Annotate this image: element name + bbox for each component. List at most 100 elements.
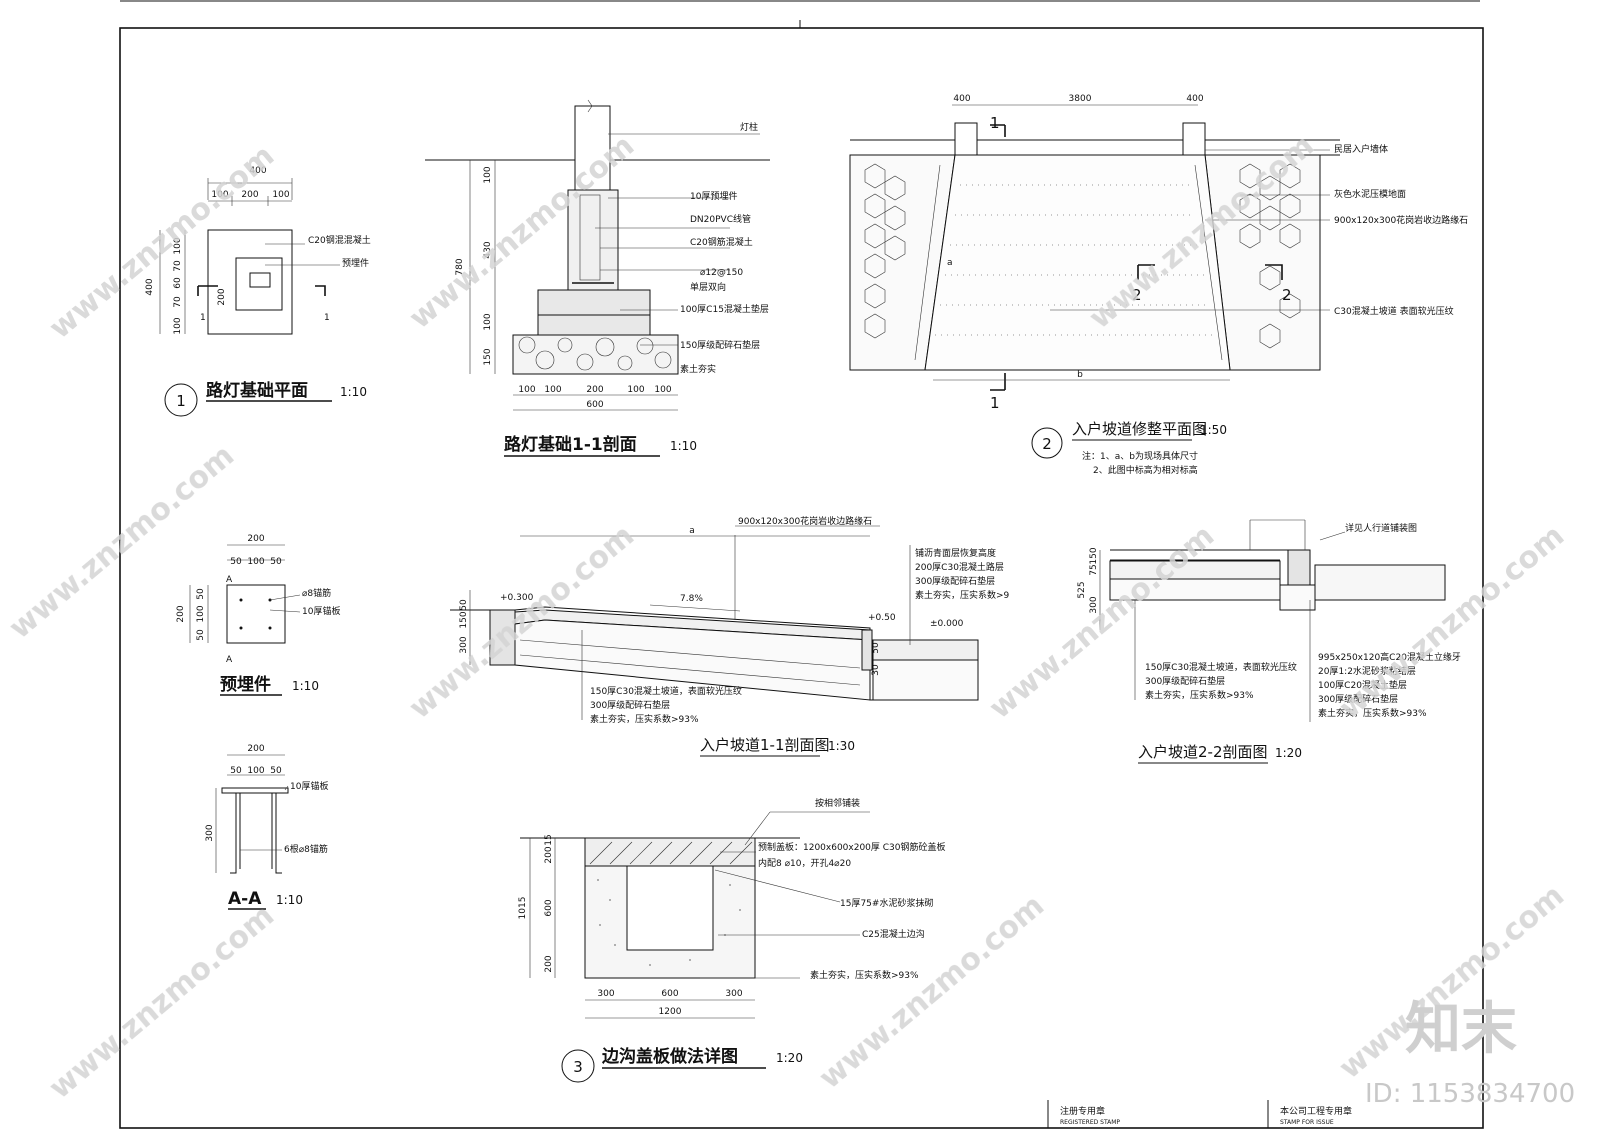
title-lamp-section: 路灯基础1-1剖面 [504, 434, 637, 455]
label-embed: 预埋件 [342, 257, 369, 269]
svg-text:100: 100 [544, 385, 561, 395]
svg-text:10厚锚板: 10厚锚板 [290, 780, 328, 792]
ramp-plan: 400 3800 400 [849, 94, 1468, 476]
svg-text:300: 300 [597, 989, 614, 999]
svg-text:1: 1 [324, 313, 330, 323]
svg-text:900x120x300花岗岩收边路缘石: 900x120x300花岗岩收边路缘石 [1334, 214, 1468, 226]
svg-text:a: a [947, 258, 953, 268]
svg-text:100: 100 [518, 385, 535, 395]
svg-text:995x250x120高C20混凝土立缘牙: 995x250x120高C20混凝土立缘牙 [1318, 651, 1461, 663]
svg-text:100: 100 [627, 385, 644, 395]
svg-text:100: 100 [247, 766, 264, 776]
svg-text:REGISTERED STAMP: REGISTERED STAMP [1060, 1119, 1120, 1126]
svg-text:A: A [226, 655, 233, 665]
svg-text:100厚C15混凝土垫层: 100厚C15混凝土垫层 [680, 303, 769, 315]
svg-text:100: 100 [483, 166, 493, 183]
detail-bubble-1 [164, 383, 198, 417]
svg-text:内配8 ⌀10，开孔4⌀20: 内配8 ⌀10，开孔4⌀20 [758, 857, 851, 869]
svg-text:300: 300 [1089, 596, 1099, 613]
svg-text:60: 60 [173, 277, 183, 289]
svg-text:50: 50 [270, 766, 282, 776]
foundation-column [235, 257, 283, 311]
svg-text:1:50: 1:50 [1200, 423, 1227, 437]
svg-text:200厚C30混凝土路层: 200厚C30混凝土路层 [915, 561, 1004, 573]
svg-text:150厚C30混凝土坡道，表面软光压纹: 150厚C30混凝土坡道，表面软光压纹 [1145, 661, 1297, 673]
svg-text:200: 200 [247, 744, 264, 754]
svg-text:50: 50 [270, 557, 282, 567]
ramp-section-2: 150 75 525 300 详见人行道铺装图 150厚C30混凝土坡道，表面软… [1077, 519, 1461, 764]
watermark-text: www.znzmo.com [43, 138, 281, 346]
svg-text:525: 525 [1077, 581, 1087, 598]
svg-text:1:20: 1:20 [1275, 746, 1302, 760]
watermark-text: www.znzmo.com [43, 898, 281, 1106]
svg-text:素土夯实，压实系数>93%: 素土夯实，压实系数>93% [1318, 707, 1427, 719]
svg-text:50: 50 [196, 588, 206, 600]
svg-text:50: 50 [459, 599, 469, 611]
svg-text:本公司工程专用章: 本公司工程专用章 [1280, 1105, 1352, 1117]
svg-text:1:20: 1:20 [776, 1051, 803, 1065]
svg-text:1015: 1015 [518, 897, 528, 920]
svg-text:7.8%: 7.8% [680, 594, 703, 604]
watermark-text: www.znzmo.com [813, 888, 1051, 1096]
svg-text:70: 70 [173, 260, 183, 272]
svg-text:单层双向: 单层双向 [690, 281, 726, 293]
svg-text:430: 430 [483, 241, 493, 258]
ramp-section-1: a 7.8% +0.300 +0.50 ±0.000 50 150 300 50… [450, 515, 1010, 757]
svg-text:400: 400 [953, 94, 970, 104]
svg-text:详见人行道铺装图: 详见人行道铺装图 [1345, 522, 1417, 534]
svg-text:STAMP FOR ISSUE: STAMP FOR ISSUE [1280, 1119, 1334, 1126]
svg-text:150厚C30混凝土坡道，表面软光压纹: 150厚C30混凝土坡道，表面软光压纹 [590, 685, 742, 697]
svg-text:150: 150 [1089, 547, 1099, 564]
brand-logo: 知末 [1405, 997, 1517, 1062]
svg-text:600: 600 [544, 899, 554, 916]
svg-text:预制盖板：1200x600x200厚 C30钢筋砼盖板: 预制盖板：1200x600x200厚 C30钢筋砼盖板 [758, 841, 946, 853]
svg-text:300: 300 [725, 989, 742, 999]
svg-text:素土夯实，压实系数>93%: 素土夯实，压实系数>93% [1145, 689, 1254, 701]
lamp-foundation-plan: 400 100 200 100 1 1 C20钢混混凝土 预埋件 400 100… [145, 166, 371, 417]
svg-text:100: 100 [483, 313, 493, 330]
svg-text:注册专用章: 注册专用章 [1060, 1105, 1105, 1117]
svg-text:50: 50 [196, 629, 206, 641]
detail-bubble-3 [561, 1049, 595, 1083]
svg-text:70: 70 [173, 296, 183, 308]
svg-text:200: 200 [247, 534, 264, 544]
svg-text:1:10: 1:10 [340, 385, 367, 399]
ramp-surface [924, 154, 1231, 371]
svg-text:200: 200 [544, 846, 554, 863]
svg-text:1: 1 [990, 394, 1000, 412]
rc-pedestal [567, 189, 619, 291]
svg-text:1:10: 1:10 [276, 893, 303, 907]
ditch-cover-detail: 1015 15 200 600 200 300 600 300 1200 按相邻… [518, 797, 946, 1083]
svg-text:2: 2 [1282, 286, 1292, 304]
svg-text:素土夯实，压实系数>93%: 素土夯实，压实系数>93% [590, 713, 699, 725]
svg-text:150: 150 [459, 611, 469, 628]
title-ramp-plan: 入户坡道修整平面图 [1072, 420, 1207, 438]
svg-text:75: 75 [1089, 564, 1099, 575]
svg-text:⌀12@150: ⌀12@150 [700, 268, 743, 278]
svg-text:素土夯实，压实系数>93%: 素土夯实，压实系数>93% [810, 969, 919, 981]
kerb-stone [1287, 549, 1311, 586]
svg-text:民居入户墙体: 民居入户墙体 [1334, 143, 1388, 155]
svg-text:200: 200 [586, 385, 603, 395]
svg-text:600: 600 [661, 989, 678, 999]
svg-text:a: a [689, 526, 695, 536]
dim-100a: 100 [211, 190, 228, 200]
label-c20: C20钢混混凝土 [308, 234, 371, 246]
svg-text:100: 100 [247, 557, 264, 567]
dim-200: 200 [241, 190, 258, 200]
svg-text:A: A [226, 575, 233, 585]
svg-text:10厚锚板: 10厚锚板 [302, 605, 340, 617]
lamp-foundation-section: 灯柱 10厚预埋件 DN20PVC线管 C20钢筋混凝土 ⌀12@150 单层双… [425, 99, 770, 457]
svg-text:⌀8锚筋: ⌀8锚筋 [302, 587, 331, 599]
svg-text:50: 50 [871, 642, 881, 654]
svg-text:±0.000: ±0.000 [930, 619, 964, 629]
svg-text:灰色水泥压模地面: 灰色水泥压模地面 [1334, 188, 1406, 200]
svg-text:1200: 1200 [659, 1007, 682, 1017]
detail-bubble-2 [1031, 427, 1063, 459]
svg-text:50: 50 [230, 557, 242, 567]
title-embed: 预埋件 [220, 674, 271, 695]
svg-text:300厚级配碎石垫层: 300厚级配碎石垫层 [590, 699, 670, 711]
ditch-channel [626, 865, 714, 951]
svg-text:300厚级配碎石垫层: 300厚级配碎石垫层 [1145, 675, 1225, 687]
svg-text:2、此图中标高为相对标高: 2、此图中标高为相对标高 [1093, 464, 1198, 476]
